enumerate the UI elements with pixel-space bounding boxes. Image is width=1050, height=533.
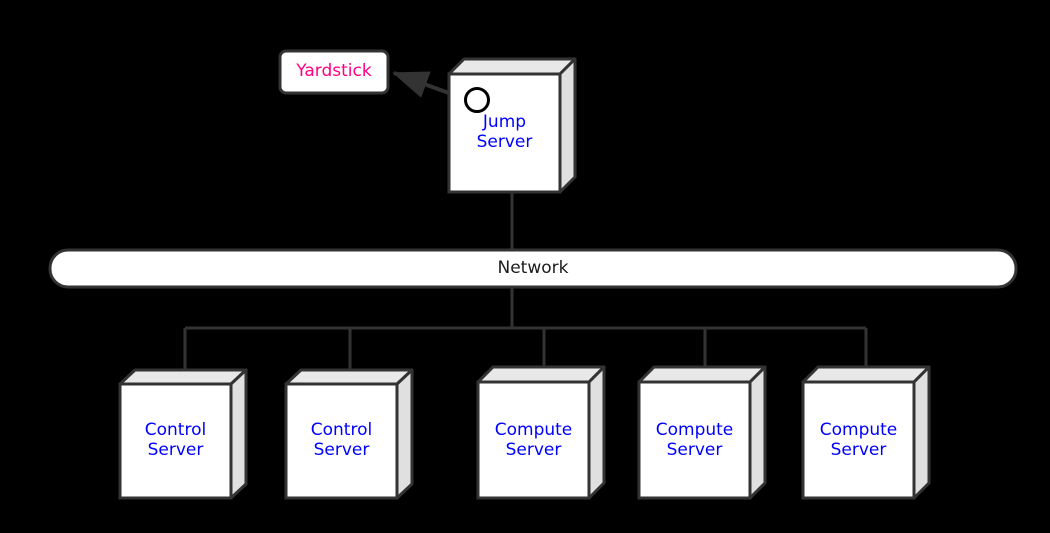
compute-server-2-top-face [637,365,767,384]
compute-server-3-top-face [801,365,931,384]
control-server-1-side-face [229,368,248,500]
jump-server-front-face[interactable] [447,72,562,194]
compute-server-2-node[interactable] [637,365,767,500]
jump-server-node[interactable] [447,57,577,194]
control-server-1-top-face [118,368,248,386]
control-server-2-side-face [395,368,414,500]
yardstick-box[interactable] [278,49,390,95]
control-server-1-node[interactable] [118,368,248,500]
control-server-1-front-face[interactable] [118,382,233,500]
compute-server-1-front-face[interactable] [476,380,591,500]
control-server-2-front-face[interactable] [284,382,399,500]
yardstick-node[interactable] [278,49,390,95]
compute-server-1-side-face [587,365,606,500]
compute-server-3-front-face[interactable] [801,380,916,500]
control-server-2-node[interactable] [284,368,414,500]
compute-server-2-front-face[interactable] [637,380,752,500]
compute-server-1-node[interactable] [476,365,606,500]
network-node[interactable] [48,248,1018,289]
compute-server-3-node[interactable] [801,365,931,500]
circle-port-icon[interactable] [464,87,490,113]
control-server-2-top-face [284,368,414,386]
compute-server-1-top-face [476,365,606,384]
jump-server-side-face [558,57,577,194]
jump-server-top-face [447,57,577,76]
network-bar[interactable] [48,248,1018,289]
connector-group [183,192,868,372]
compute-server-2-side-face [748,365,767,500]
compute-server-3-side-face [912,365,931,500]
